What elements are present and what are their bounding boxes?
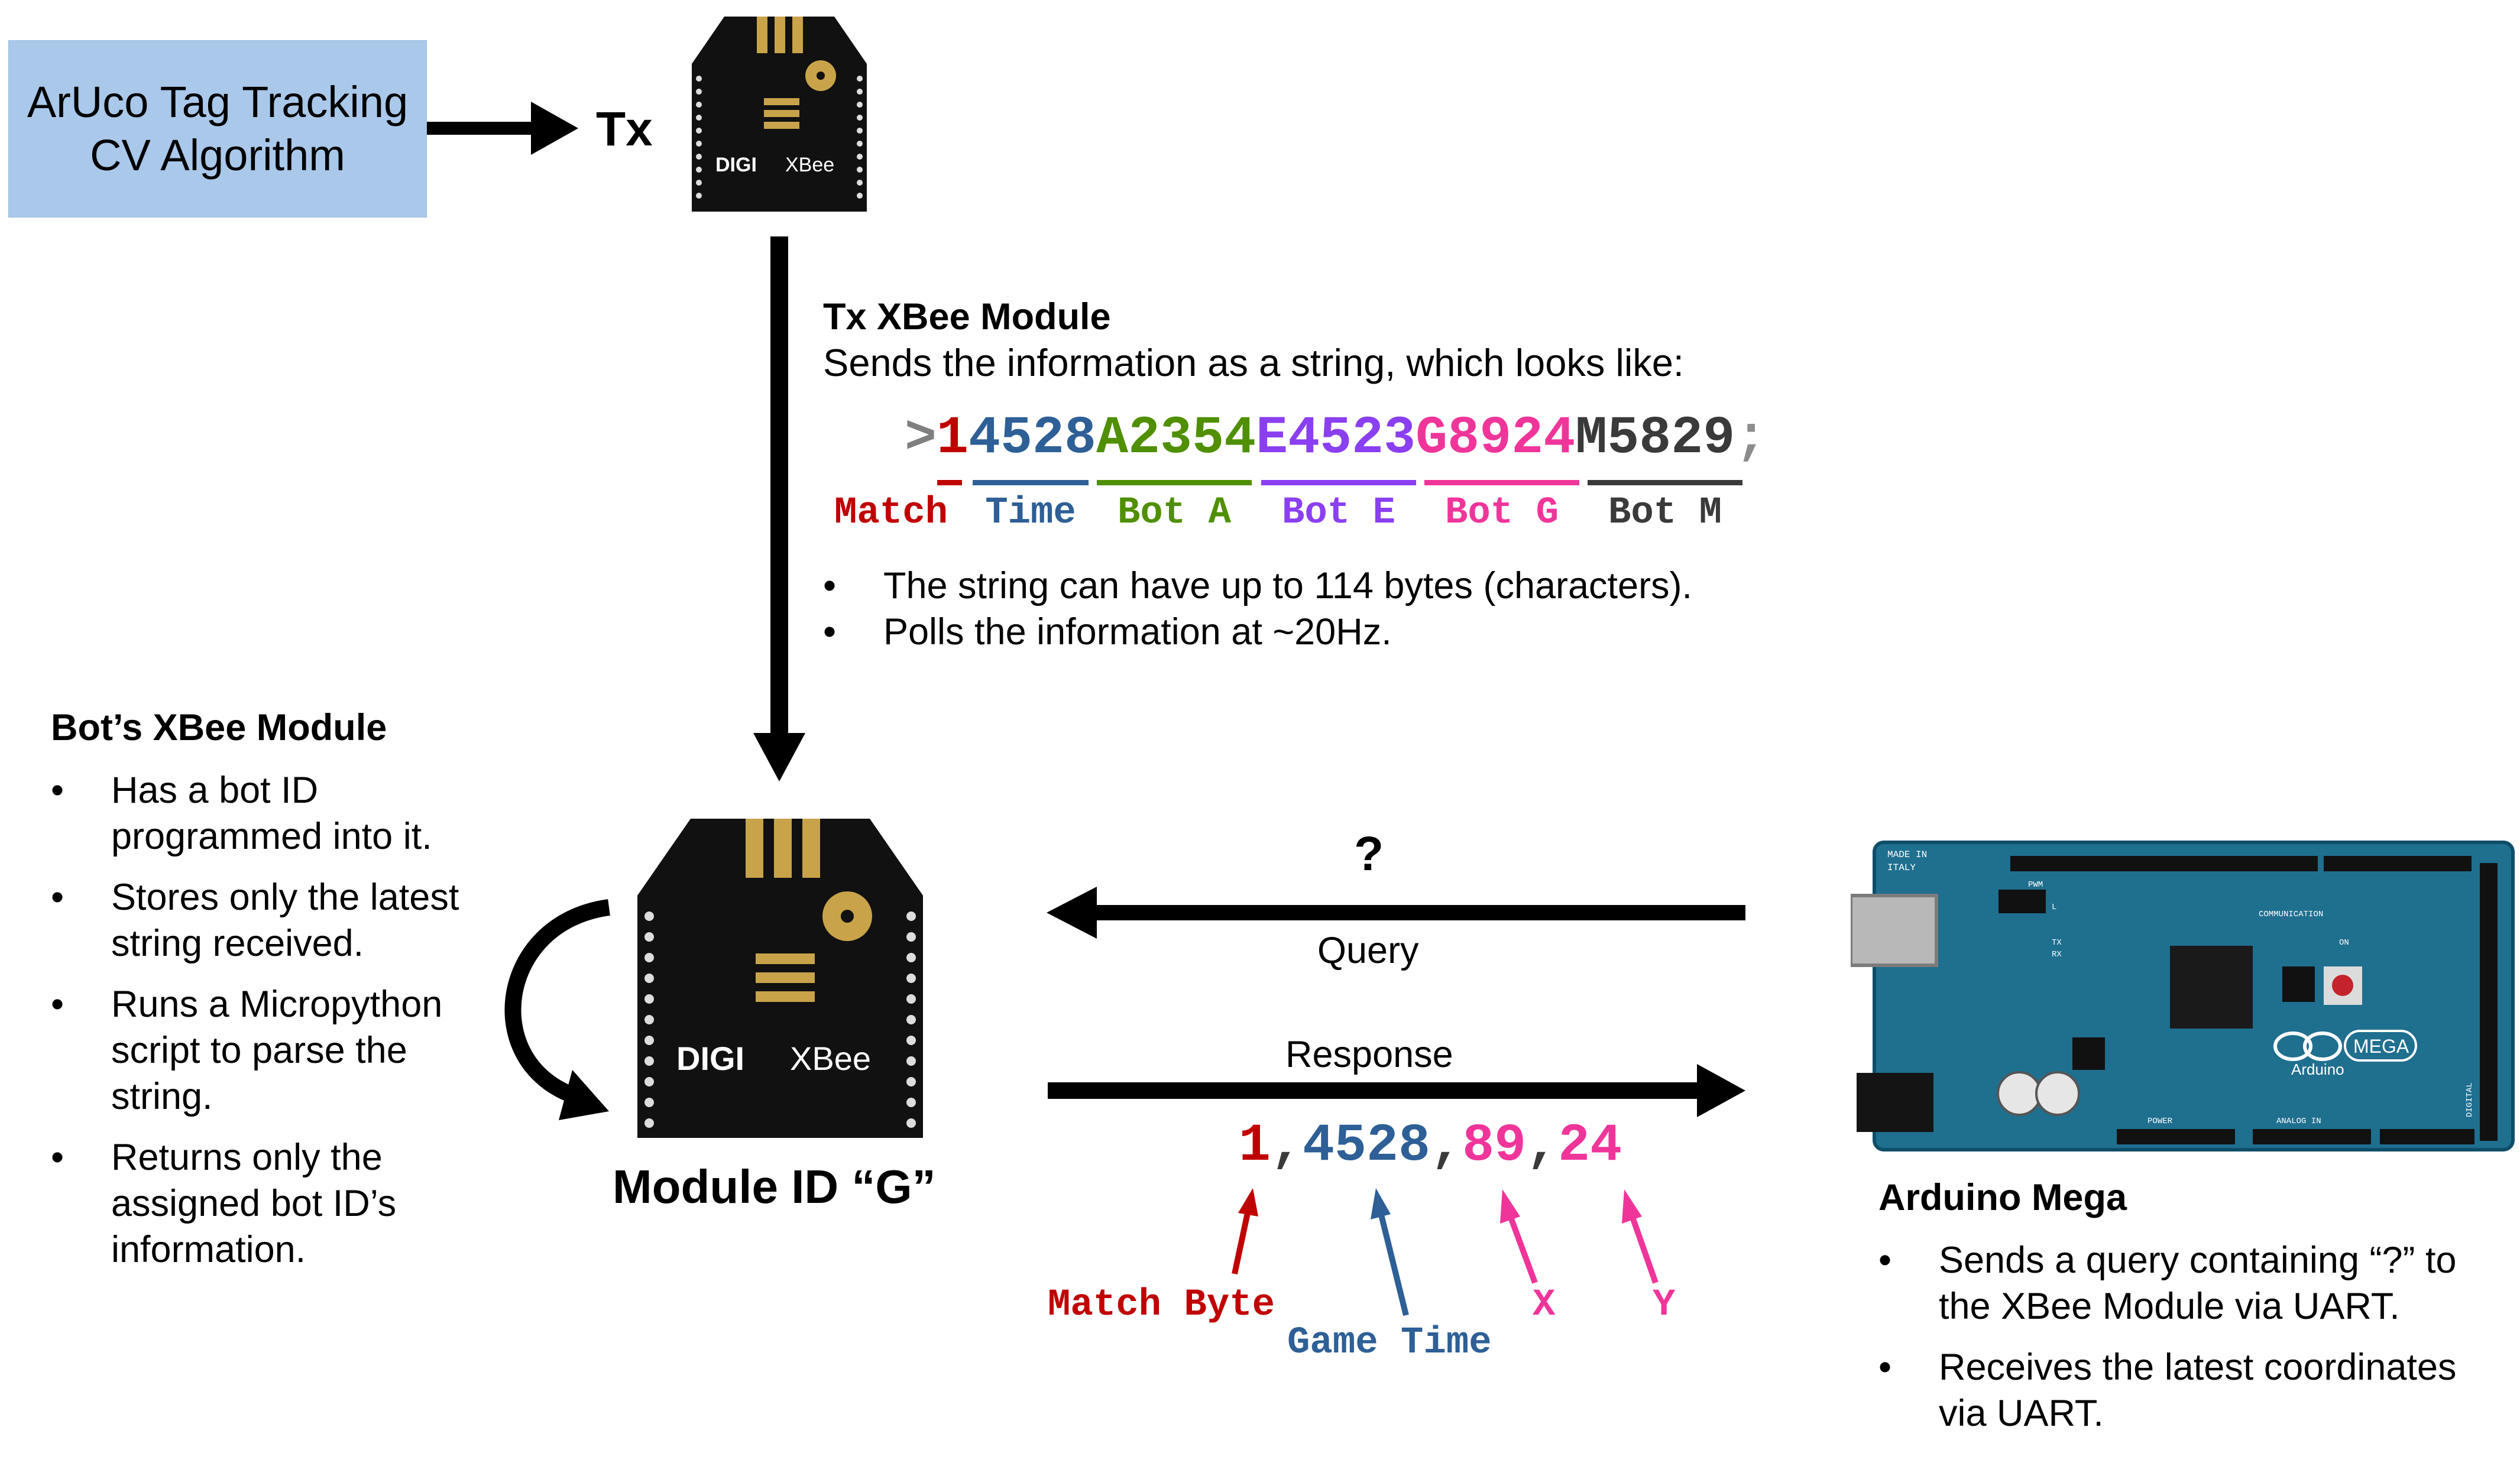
label-bot-m: Bot M	[1608, 492, 1722, 534]
source-algorithm-box: ArUco Tag Tracking CV Algorithm	[8, 40, 427, 218]
bot-bullet-3: Runs a Micropython script to parse the s…	[51, 981, 488, 1120]
board-l: L	[2052, 903, 2056, 912]
board-tx: TX	[2052, 938, 2062, 948]
response-y-value: 24	[1558, 1116, 1622, 1176]
match-byte-pointer	[1232, 1188, 1258, 1275]
example-string: >14528A2354E4523G8924M5829;	[905, 409, 1767, 468]
string-seg-bot-e: E4523	[1256, 408, 1416, 469]
query-symbol: ?	[1354, 827, 1384, 881]
source-to-tx-arrow	[427, 102, 578, 155]
response-time-value: 4528	[1303, 1116, 1431, 1176]
response-label: Response	[1285, 1034, 1453, 1075]
tx-to-bot-arrow	[753, 236, 805, 781]
microcontroller-chip-icon	[2170, 946, 2253, 1029]
y-pointer	[1622, 1189, 1659, 1284]
source-line-1: ArUco Tag Tracking	[27, 77, 409, 126]
arduino-logo-icon	[2273, 1031, 2342, 1061]
bot-module-title: Bot’s XBee Module	[51, 707, 387, 748]
response-comma-3: ,	[1526, 1116, 1559, 1176]
tx-bullet-1: The string can have up to 114 bytes (cha…	[823, 563, 1828, 609]
bot-bullet-2: Stores only the latest string received.	[51, 874, 488, 966]
example-string-block: >14528A2354E4523G8924M5829; Match Time B…	[823, 409, 1799, 551]
bot-bullet-1: Has a bot ID programmed into it.	[51, 767, 488, 859]
tx-digi-text: DIGI	[715, 154, 757, 176]
match-byte-annotation: Match Byte	[1048, 1284, 1275, 1326]
x-pointer	[1500, 1189, 1538, 1284]
module-id-label: Module ID “G”	[613, 1160, 936, 1213]
board-on: ON	[2339, 938, 2349, 948]
bot-bullet-4: Returns only the assigned bot ID’s infor…	[51, 1134, 488, 1273]
tx-bullet-2: Polls the information at ~20Hz.	[823, 609, 1828, 655]
self-loop-arrow	[504, 899, 610, 1120]
arduino-title: Arduino Mega	[1878, 1177, 2127, 1218]
tx-xbee-module: DIGI XBee	[692, 17, 867, 212]
label-bot-a: Bot A	[1117, 492, 1232, 534]
source-line-2: CV Algorithm	[90, 131, 345, 180]
board-brand: Arduino	[2291, 1060, 2344, 1078]
underline-bot-e	[1261, 480, 1416, 485]
label-time: Time	[985, 492, 1076, 534]
reset-button-icon	[2332, 975, 2353, 996]
label-bot-g: Bot G	[1444, 492, 1559, 534]
power-jack-icon	[1857, 1073, 1933, 1132]
response-values: 1,4528,89,24	[1239, 1116, 1622, 1176]
string-seg-bot-m: M5829	[1575, 408, 1735, 469]
arduino-mega-board: MADE IN ITALY PWM COMMUNICATION TX RX L …	[1851, 841, 2515, 1151]
tx-module-bullets: The string can have up to 114 bytes (cha…	[823, 563, 1828, 655]
tx-xbee-text: XBee	[785, 154, 834, 176]
arduino-bullet-2: Receives the latest coordinates via UART…	[1878, 1344, 2505, 1436]
board-pwm: PWM	[2028, 880, 2043, 890]
response-x-value: 89	[1462, 1116, 1527, 1176]
string-seg-start: >	[905, 408, 937, 469]
response-comma-1: ,	[1271, 1116, 1303, 1176]
y-annotation: Y	[1653, 1284, 1676, 1326]
response-arrow	[1048, 1064, 1745, 1117]
string-seg-end: ;	[1735, 408, 1767, 469]
query-label: Query	[1317, 930, 1419, 971]
underline-bot-a	[1097, 480, 1252, 485]
board-made-in: MADE IN	[1887, 849, 1927, 860]
tx-module-title: Tx XBee Module	[823, 296, 1111, 338]
query-arrow	[1047, 887, 1745, 939]
underline-bot-g	[1424, 480, 1579, 485]
response-match-value: 1	[1239, 1116, 1271, 1176]
usb-port-icon	[1851, 894, 1938, 967]
label-match: Match	[834, 492, 948, 534]
bot-module-bullets: Has a bot ID programmed into it. Stores …	[51, 767, 488, 1287]
arduino-bullets: Sends a query containing “?” to the XBee…	[1878, 1237, 2505, 1451]
bot-digi-text: DIGI	[676, 1040, 744, 1077]
underline-match	[937, 480, 962, 485]
game-time-pointer	[1371, 1188, 1409, 1316]
board-analog-in: ANALOG IN	[2276, 1117, 2321, 1126]
response-comma-2: ,	[1430, 1116, 1463, 1176]
string-seg-match: 1	[937, 408, 969, 469]
bot-xbee-module: DIGI XBee	[637, 819, 923, 1138]
board-mega-label: MEGA	[2353, 1036, 2409, 1057]
arduino-bullet-1: Sends a query containing “?” to the XBee…	[1878, 1237, 2505, 1329]
board-digital: DIGITAL	[2465, 1082, 2474, 1117]
x-annotation: X	[1533, 1284, 1556, 1326]
underline-time	[973, 480, 1089, 485]
label-bot-e: Bot E	[1281, 492, 1396, 534]
string-seg-bot-a: A2354	[1096, 408, 1256, 469]
board-power: POWER	[2147, 1117, 2173, 1126]
board-rx: RX	[2052, 950, 2062, 959]
tx-module-subtitle: Sends the information as a string, which…	[823, 341, 1684, 384]
board-italy: ITALY	[1887, 862, 1916, 873]
string-seg-time: 4528	[969, 408, 1097, 469]
underline-bot-m	[1588, 480, 1742, 485]
game-time-annotation: Game Time	[1287, 1322, 1492, 1364]
tx-label: Tx	[596, 102, 653, 156]
string-seg-bot-g: G8924	[1416, 408, 1576, 469]
board-communication: COMMUNICATION	[2259, 910, 2323, 919]
bot-xbee-text: XBee	[790, 1040, 871, 1077]
